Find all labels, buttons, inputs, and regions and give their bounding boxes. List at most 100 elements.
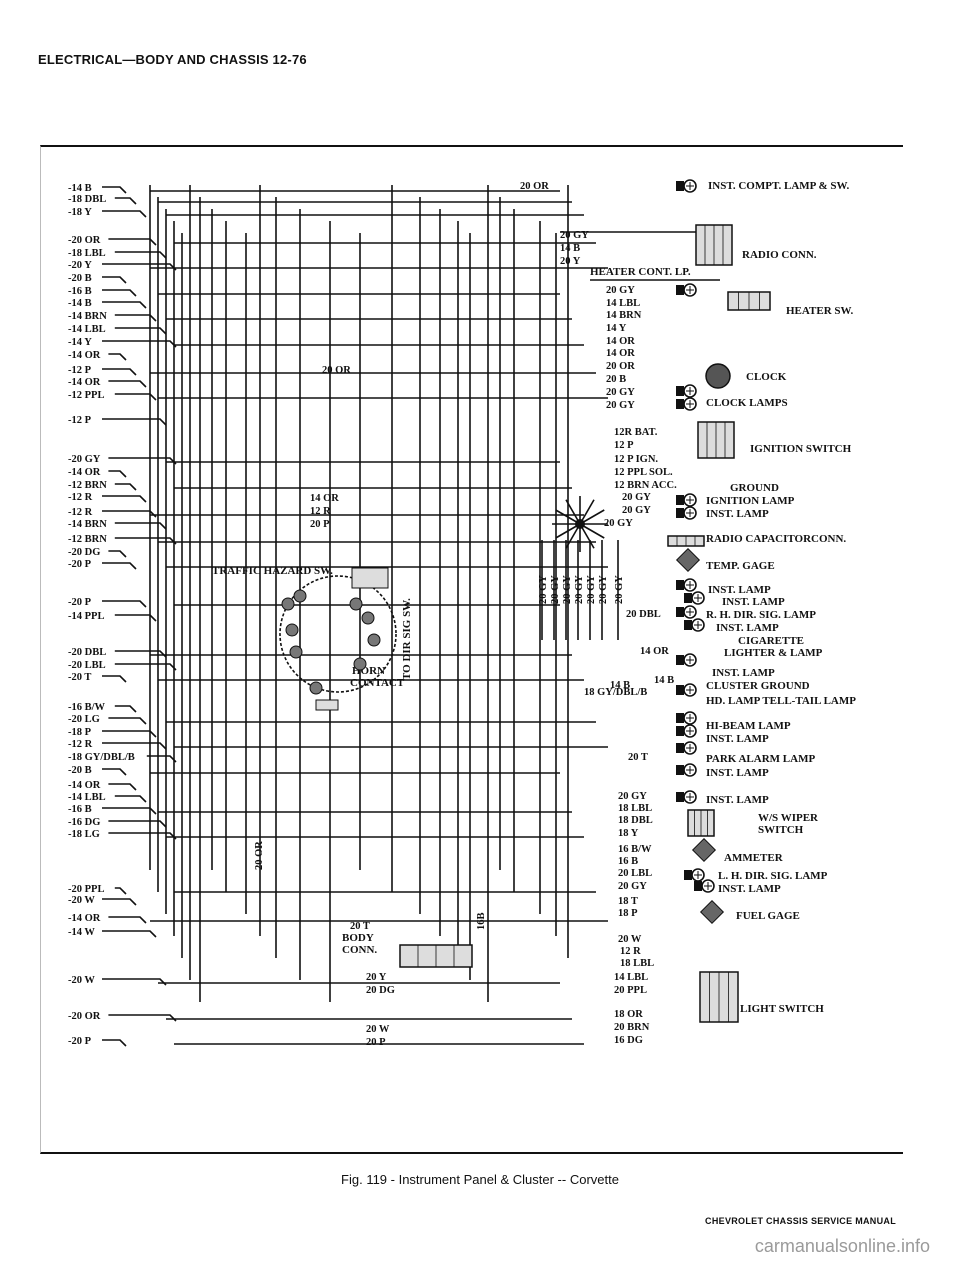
vertical-wire-label: 20 GY	[562, 575, 573, 604]
component-label: CONTACT	[350, 677, 405, 689]
mid-wire-label: 20 DG	[366, 985, 395, 996]
left-wire-label: -20 OR	[68, 1011, 101, 1022]
component-label: INST. LAMP	[722, 596, 785, 608]
left-wire-label: -16 B	[68, 286, 92, 297]
left-wire	[102, 510, 157, 518]
vertical-wire-label: 20 GY	[574, 575, 585, 604]
lamp-icon	[676, 683, 697, 697]
left-wire-label: -14 OR	[68, 467, 101, 478]
lamp-icon	[676, 506, 697, 520]
component-label: INST. LAMP	[708, 584, 771, 596]
left-wire-label: -12 P	[68, 415, 92, 426]
wire-labels: -14 B-18 DBL-18 Y-20 OR-18 LBL-20 Y-20 B…	[68, 180, 856, 1048]
mid-wire-label: 14 B	[610, 680, 630, 691]
component-label: INST. COMPT. LAMP & SW.	[708, 180, 850, 192]
left-wire	[114, 251, 167, 259]
component-label: FUEL GAGE	[736, 910, 800, 922]
left-wire	[108, 380, 147, 388]
left-wire	[114, 197, 137, 205]
right-wire-label: 14 LBL	[614, 972, 648, 983]
right-wire-label: 20 GY	[618, 881, 647, 892]
right-wire-label: 18 LBL	[620, 958, 654, 969]
left-wire-label: -20 LG	[68, 714, 100, 725]
left-wire	[114, 522, 167, 530]
lamp-icon	[684, 618, 705, 632]
left-wire-label: -16 B	[68, 804, 92, 815]
right-wire-label: 20 LBL	[618, 868, 652, 879]
left-wire	[102, 807, 157, 815]
left-wire-label: -18 Y	[68, 207, 92, 218]
left-wire	[108, 717, 147, 725]
vertical-wire-label: 20 GY	[614, 575, 625, 604]
horn-contact-icon	[315, 699, 339, 711]
left-wire	[108, 783, 137, 791]
left-wire-label: -20 W	[68, 895, 95, 906]
component-label: CLOCK	[746, 371, 787, 383]
right-wire-label: 20 GY	[606, 285, 635, 296]
left-wire-label: -18 GY/DBL/B	[68, 752, 135, 763]
left-wire-label: -12 R	[68, 492, 93, 503]
right-wire-label: 20 GY	[560, 230, 589, 241]
right-wire-label: 14 BRN	[606, 310, 642, 321]
component-label: INST. LAMP	[716, 622, 779, 634]
left-wire-label: -18 DBL	[68, 194, 106, 205]
left-wire	[102, 418, 167, 426]
right-wire-label: 20 OR	[606, 361, 635, 372]
right-wire-label: 12 BRN ACC.	[614, 480, 677, 491]
vertical-wire-label: 20 GY	[586, 575, 597, 604]
component-label: INST. LAMP	[706, 794, 769, 806]
right-wire-label: 20 GY	[604, 518, 633, 529]
left-wire	[102, 930, 157, 938]
right-wire-label: 18 GY/DBL/B	[584, 687, 647, 698]
component-label: CIGARETTE	[738, 635, 804, 647]
right-wire-label: 20 GY	[606, 400, 635, 411]
lamp-icon	[676, 605, 697, 619]
right-wire-label: 12 P	[614, 440, 634, 451]
mid-wire-label: 20 Y	[366, 972, 387, 983]
left-wire-label: -20 DG	[68, 547, 100, 558]
left-wire-label: -20 Y	[68, 260, 92, 271]
component-label: TEMP. GAGE	[706, 560, 775, 572]
component-label: TRAFFIC HAZARD SW.	[212, 565, 333, 577]
mid-wire-label: 20 P	[310, 519, 330, 530]
left-wire-label: -14 Y	[68, 337, 92, 348]
watermark: carmanualsonline.info	[754, 1236, 930, 1256]
left-wire-label: -12 BRN	[68, 534, 107, 545]
component-label: LIGHT SWITCH	[740, 1003, 824, 1015]
left-wire	[102, 340, 177, 348]
component-label: R. H. DIR. SIG. LAMP	[706, 609, 816, 621]
left-wire	[108, 820, 167, 828]
left-wire	[114, 483, 137, 491]
lamp-icon	[676, 763, 697, 777]
right-wire-label: 20 GY	[622, 505, 651, 516]
left-wire-label: -14 BRN	[68, 311, 107, 322]
figure-caption: Fig. 119 - Instrument Panel & Cluster --…	[341, 1172, 619, 1187]
mid-wire-label: 14 OR	[310, 493, 339, 504]
left-wire-label: -20 B	[68, 765, 92, 776]
left-wire-label: -14 BRN	[68, 519, 107, 530]
component-label: CLOCK LAMPS	[706, 397, 788, 409]
left-wire-label: -12 R	[68, 739, 93, 750]
lamp-icon	[676, 397, 697, 411]
radio-connector-icon	[695, 224, 733, 266]
component-label: L. H. DIR. SIG. LAMP	[718, 870, 828, 882]
right-wire-label: 20 GY	[622, 492, 651, 503]
left-wire	[102, 562, 137, 570]
left-wire-label: -14 W	[68, 927, 95, 938]
left-wire	[102, 263, 177, 271]
left-wire-label: -20 P	[68, 597, 92, 608]
lamp-icon	[676, 493, 697, 507]
left-wire-label: -16 B/W	[68, 702, 106, 713]
traffic-hazard-switch	[279, 567, 397, 695]
right-wire-label: 16 B/W	[618, 844, 652, 855]
left-wire-label: -20 P	[68, 1036, 92, 1047]
gauge-icon	[691, 837, 717, 863]
light-switch-icon	[699, 971, 739, 1023]
right-wire-label: 16 DG	[614, 1035, 643, 1046]
mid-wire-label: 20 P	[366, 1037, 386, 1048]
gauge-icon	[699, 899, 725, 925]
left-wire	[102, 675, 127, 683]
lamp-icon	[676, 283, 697, 297]
right-wire-label: 16 B	[618, 856, 638, 867]
